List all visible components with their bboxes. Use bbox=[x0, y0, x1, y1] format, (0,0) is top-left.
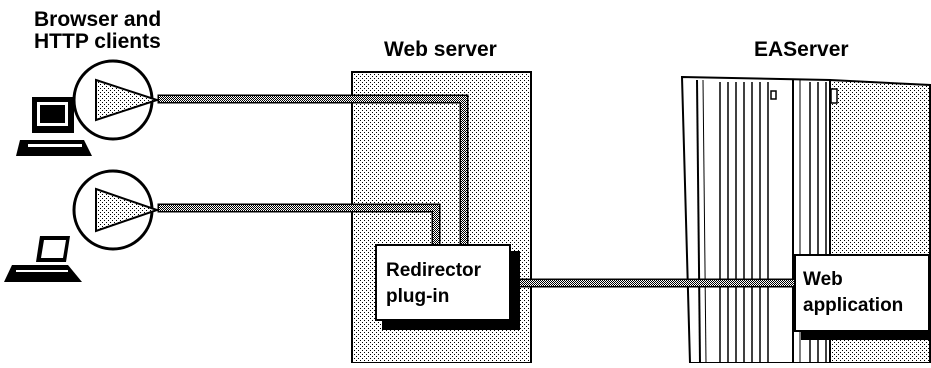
play-triangle-icon bbox=[72, 169, 161, 251]
web-application-box bbox=[794, 254, 931, 340]
redirector-plugin-box bbox=[375, 244, 520, 330]
redirector-label-line1: Redirector bbox=[386, 260, 482, 281]
webapp-label-line1: Web bbox=[803, 269, 843, 290]
clients-label-line2: HTTP clients bbox=[34, 30, 161, 53]
webapp-label-line2: application bbox=[803, 295, 904, 316]
desktop-computer-icon bbox=[16, 97, 92, 156]
laptop-computer-icon bbox=[4, 236, 82, 282]
play-triangle-icon bbox=[72, 59, 161, 141]
easerver-label: EAServer bbox=[754, 38, 849, 61]
redirector-label-line2: plug-in bbox=[386, 286, 450, 307]
clients-label-line1: Browser and bbox=[34, 8, 162, 31]
web-server-label: Web server bbox=[384, 38, 497, 61]
